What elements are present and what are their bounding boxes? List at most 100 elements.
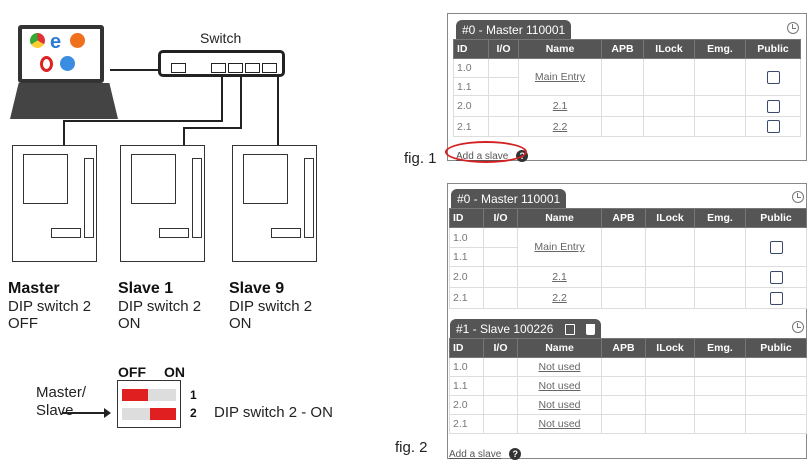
table-row: 2.1 2.2 [453, 116, 801, 137]
col-name: Name [517, 338, 602, 358]
public-checkbox[interactable] [769, 270, 783, 284]
arrow-icon [62, 412, 106, 414]
trash-icon[interactable] [586, 324, 596, 336]
master-board-icon [12, 145, 97, 262]
col-emg: Emg. [694, 39, 746, 59]
fig1-label: fig. 1 [404, 150, 437, 167]
table-row: 2.0 2.1 [449, 266, 807, 288]
public-checkbox[interactable] [769, 291, 783, 305]
highlight-ellipse [445, 141, 527, 163]
name-link[interactable]: 2.2 [552, 292, 567, 304]
table-row: 2.1 Not used [449, 414, 807, 434]
dip-num-1: 1 [190, 388, 197, 402]
device-name: Master [8, 280, 60, 297]
fig2-label: fig. 2 [395, 439, 428, 456]
name-link[interactable]: Not used [538, 399, 581, 411]
row-id: 1.0 [453, 58, 489, 78]
history-icon[interactable] [792, 321, 804, 333]
history-icon[interactable] [787, 22, 799, 34]
table-row: 2.1 2.2 [449, 287, 807, 309]
slave9-board-icon [232, 145, 317, 262]
public-checkbox[interactable] [769, 240, 783, 254]
slave1-board-icon [120, 145, 205, 262]
row-id: 1.1 [453, 77, 489, 96]
row-id: 2.1 [449, 287, 484, 309]
row-id: 2.0 [449, 266, 484, 288]
name-link[interactable]: 2.1 [552, 100, 568, 112]
table-row: 1.0 Not used [449, 357, 807, 377]
dip-caption: DIP switch 2 - ON [214, 404, 333, 421]
master-slave-line-2: Slave [36, 402, 74, 419]
table-row: 2.0 2.1 [453, 95, 801, 117]
row-id: 2.1 [453, 116, 489, 137]
public-checkbox[interactable] [766, 70, 780, 84]
master-tab[interactable]: #0 - Master 110001 [456, 20, 572, 40]
row-id: 1.1 [449, 247, 484, 267]
name-link[interactable]: 2.2 [552, 120, 568, 133]
switch-label: Switch [200, 30, 242, 46]
col-name: Name [517, 208, 602, 228]
master-slave-line-1: Master/ [36, 384, 87, 401]
row-id: 2.1 [449, 414, 484, 434]
slave-tab-label: #1 - Slave 100226 [456, 322, 554, 336]
network-switch-icon [158, 50, 285, 77]
col-emg: Emg. [694, 208, 746, 228]
device-dip-state: OFF [8, 315, 38, 332]
dip-switch-icon [117, 380, 181, 428]
master-slave-label: Master/ Slave [36, 384, 86, 420]
table-row: 2.0 Not used [449, 395, 807, 415]
row-id: 1.0 [449, 357, 484, 377]
col-public: Public [745, 338, 807, 358]
name-link[interactable]: Not used [538, 380, 581, 392]
col-ilock: ILock [645, 338, 695, 358]
device-dip-label: DIP switch 2 [118, 298, 202, 315]
col-name: Name [518, 39, 602, 59]
table-row: 1.1 [453, 77, 801, 96]
device-dip-label: DIP switch 2 [229, 298, 313, 315]
name-link[interactable]: 2.1 [552, 271, 567, 283]
name-link[interactable]: Not used [538, 418, 581, 430]
laptop-icon: e [10, 25, 120, 120]
device-dip-label: DIP switch 2 [8, 298, 92, 315]
device-dip-state: ON [118, 315, 141, 332]
add-slave-row: Add a slave? [449, 444, 522, 462]
col-apb: APB [601, 39, 644, 59]
dip-on-label: ON [164, 364, 185, 380]
name-link[interactable]: Main Entry [534, 241, 585, 253]
slave-tab[interactable]: #1 - Slave 100226 [450, 319, 601, 338]
add-slave-link[interactable]: Add a slave [449, 449, 502, 460]
history-icon[interactable] [792, 191, 804, 203]
device-dip-state: ON [229, 315, 252, 332]
help-icon[interactable]: ? [509, 448, 522, 460]
col-id: ID [449, 208, 484, 228]
row-id: 2.0 [449, 395, 484, 415]
col-public: Public [745, 208, 807, 228]
device-slave-1: Slave 1 DIP switch 2 ON [118, 280, 201, 332]
row-id: 2.0 [453, 95, 489, 117]
device-name: Slave 9 [229, 280, 285, 297]
device-master: Master DIP switch 2 OFF [8, 280, 91, 332]
public-checkbox[interactable] [766, 120, 780, 133]
copy-icon[interactable] [564, 324, 575, 336]
dip-num-2: 2 [190, 406, 197, 420]
name-link[interactable]: Main Entry [534, 71, 586, 83]
col-public: Public [745, 39, 801, 59]
col-ilock: ILock [645, 208, 695, 228]
master-tab[interactable]: #0 - Master 110001 [451, 189, 567, 209]
col-id: ID [449, 338, 484, 358]
public-checkbox[interactable] [766, 99, 780, 113]
col-apb: APB [601, 338, 646, 358]
name-link[interactable]: Not used [538, 361, 581, 373]
col-io: I/O [488, 39, 519, 59]
col-emg: Emg. [694, 338, 746, 358]
